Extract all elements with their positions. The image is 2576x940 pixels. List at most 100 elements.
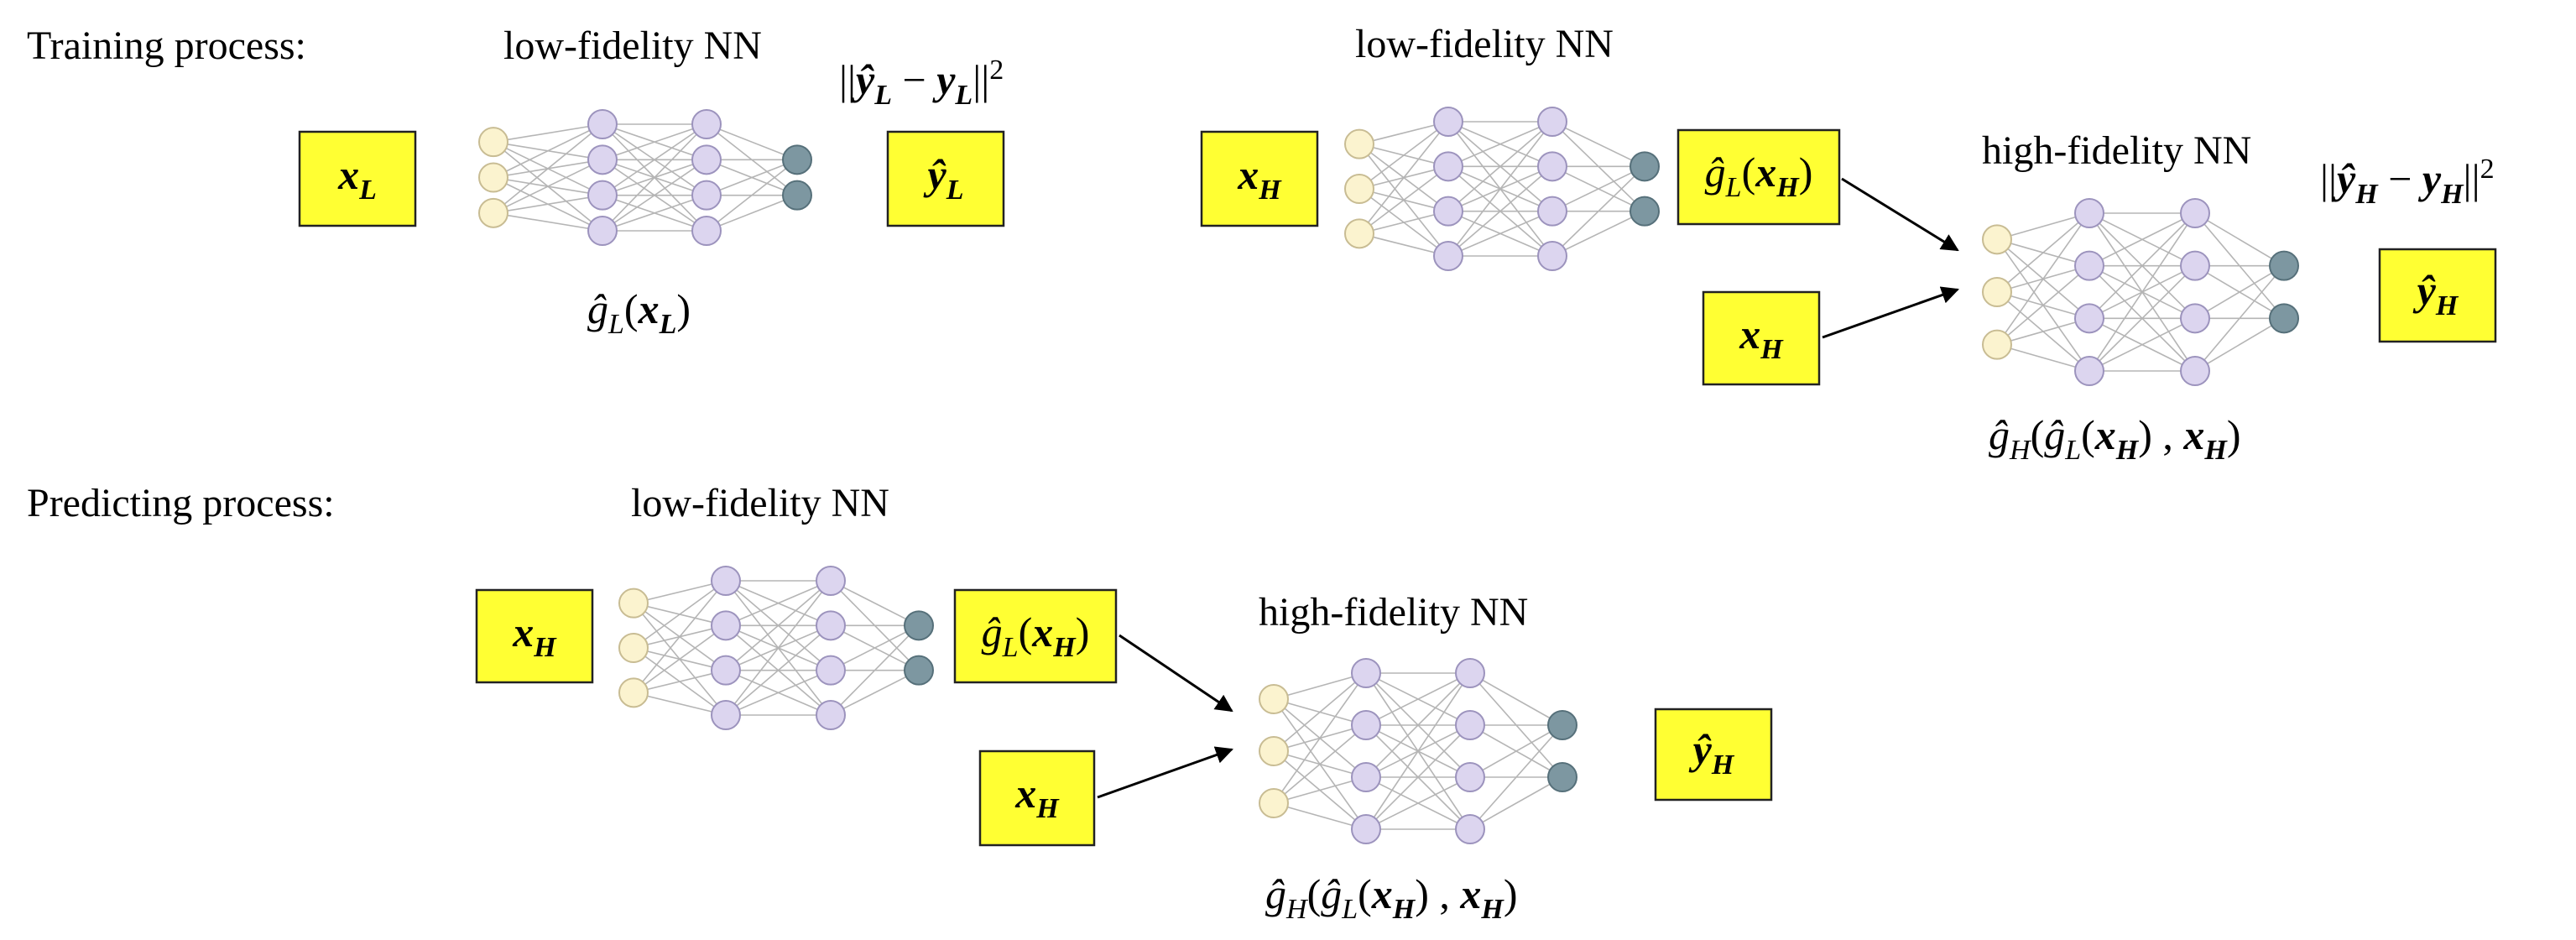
training-high-low-network-hidden-node <box>1433 196 1463 227</box>
training-high-fidelity-network-edge <box>2088 317 2196 372</box>
training-high-low-network-edge <box>1447 121 1553 168</box>
training-high-fidelity-network-hidden-node <box>2180 356 2210 386</box>
training-low-fidelity-network-input-node <box>478 162 508 193</box>
predicting-high-fidelity-network-output-node <box>1547 710 1577 740</box>
training-low-input-box-label: xL <box>337 151 377 206</box>
training-low-output-box: ŷL <box>886 130 1005 227</box>
training-high-low-network-hidden-node <box>1433 151 1463 182</box>
predicting-low-fidelity-network-edge <box>633 692 727 716</box>
predicting-extra-input-box-label: xH <box>1014 770 1060 824</box>
predicting-output-box-label: ŷH <box>1689 726 1735 781</box>
training-high-low-network-edge <box>1358 121 1449 145</box>
training-high-fidelity-network-input-node <box>1982 329 2012 360</box>
training-high-low-network-hidden-node <box>1433 241 1463 271</box>
predicting-low-fidelity-network-edge <box>633 580 727 649</box>
training-high-input-box: xH <box>1200 130 1319 227</box>
predicting-arrow-input-to-high <box>1097 746 1233 799</box>
predicting-high-fidelity-network-edge <box>1273 672 1367 804</box>
training-high-fidelity-network-edge <box>2194 317 2285 372</box>
predicting-low-fidelity-network-hidden-node <box>711 700 741 730</box>
predicting-low-fidelity-network-hidden-node <box>816 566 846 596</box>
training-low-fidelity-network-hidden-node <box>691 144 722 175</box>
training-high-fidelity-network-edge <box>2088 212 2196 319</box>
training-high-fidelity-network-output-node <box>2269 250 2299 281</box>
training-high-fidelity-network-edge <box>1996 265 2090 346</box>
predicting-high-fidelity-network-hidden-node <box>1455 658 1485 688</box>
training-high-output-box-label: ŷH <box>2413 267 2459 321</box>
training-low-fidelity-network-edge <box>493 123 603 179</box>
training-low-fidelity-network-edge <box>493 123 603 143</box>
predicting-low-fidelity-network-edge <box>633 624 727 693</box>
predicting-input-box: xH <box>475 588 594 684</box>
predicting-high-fidelity-network-hidden-node <box>1455 762 1485 792</box>
predicting-high-fidelity-network-edge <box>1365 672 1471 778</box>
training-high-fidelity-network-hidden-node <box>2180 303 2210 334</box>
training-low-fidelity-network-input-node <box>478 197 508 228</box>
predicting-high-fidelity-network-edge <box>1469 672 1563 726</box>
predicting-output-box: ŷH <box>1654 708 1773 802</box>
predicting-high-fidelity-network-hidden-node <box>1351 710 1381 740</box>
predicting-low-fidelity-network <box>618 566 934 730</box>
predicting-high-fidelity-network <box>1259 658 1577 844</box>
predicting-section-label: Predicting process: <box>27 481 335 525</box>
training-low-function-label: ĝL(xL) <box>587 285 691 340</box>
predicting-high-fidelity-network-hidden-node <box>1455 710 1485 740</box>
training-low-fidelity-network-edge <box>493 212 603 232</box>
predicting-low-fidelity-network-hidden-node <box>711 610 741 641</box>
predicting-low-fidelity-network-hidden-node <box>816 700 846 730</box>
predicting-extra-input-box: xH <box>978 749 1096 847</box>
predicting-high-fidelity-network-hidden-node <box>1455 814 1485 844</box>
training-low-loss-label: ||ŷL − yL||2 <box>839 55 1004 111</box>
training-high-low-network-hidden-node <box>1537 241 1567 271</box>
predicting-low-nn-title: low-fidelity NN <box>631 481 889 525</box>
training-high-low-network <box>1344 107 1660 271</box>
training-high-fidelity-network-edge <box>2194 212 2285 267</box>
training-high-fidelity-network-edge <box>1996 212 2090 241</box>
predicting-high-fidelity-network-edge <box>1273 672 1367 752</box>
predicting-high-fidelity-network-edge <box>1469 776 1563 830</box>
training-high-fidelity-network-edge <box>1996 212 2090 293</box>
training-high-fidelity-network-edge <box>1996 317 2090 346</box>
predicting-low-fidelity-network-edge <box>633 580 727 604</box>
training-high-low-network-hidden-node <box>1537 196 1567 227</box>
training-low-fidelity-network-hidden-node <box>587 109 618 139</box>
training-high-fidelity-network-edge <box>2088 212 2196 267</box>
predicting-high-fidelity-network-edge <box>1365 776 1471 830</box>
training-high-low-network-edge <box>1447 121 1553 257</box>
predicting-low-fidelity-network-edge <box>633 580 727 693</box>
predicting-high-fidelity-network-input-node <box>1259 788 1289 818</box>
training-low-fidelity-network-input-node <box>478 127 508 158</box>
training-high-fidelity-network-edge <box>2088 212 2196 372</box>
predicting-high-fidelity-network-hidden-node <box>1351 658 1381 688</box>
predicting-low-fidelity-network-hidden-node <box>711 655 741 686</box>
predicting-low-fidelity-network-input-node <box>618 588 649 619</box>
predicting-high-fidelity-network-input-node <box>1259 736 1289 766</box>
training-high-low-network-input-node <box>1344 218 1374 249</box>
predicting-high-fidelity-network-edge <box>1273 776 1367 804</box>
training-low-fidelity-network-output-node <box>782 180 812 211</box>
predicting-low-fidelity-network-edge <box>830 580 920 627</box>
training-high-low-network-edge <box>1551 165 1645 212</box>
training-high-low-network-edge <box>1447 210 1553 257</box>
training-low-fidelity-network-hidden-node <box>587 216 618 246</box>
training-low-fidelity-network-edge <box>602 123 707 232</box>
training-high-low-output-box-label: ĝL(xH) <box>1705 149 1813 203</box>
predicting-low-fidelity-network-input-node <box>618 677 649 708</box>
predicting-high-fidelity-network-edge <box>1273 802 1367 830</box>
predicting-low-fidelity-network-edge <box>633 669 727 694</box>
predicting-high-fidelity-network-edge <box>1469 724 1563 830</box>
training-low-fidelity-network-edge <box>493 123 603 214</box>
training-high-low-network-edge <box>1447 165 1553 257</box>
training-low-fidelity-network-edge <box>602 123 707 161</box>
predicting-low-fidelity-network-output-node <box>904 655 934 686</box>
predicting-high-fidelity-network-input-node <box>1259 684 1289 714</box>
training-high-fidelity-network-input-node <box>1982 224 2012 255</box>
training-low-nn-title: low-fidelity NN <box>503 24 762 68</box>
training-high-fidelity-network <box>1982 198 2299 386</box>
training-arrow-input-to-high <box>1822 286 1959 339</box>
training-low-fidelity-network-edge <box>706 194 798 232</box>
training-high-low-network-edge <box>1551 121 1645 168</box>
training-low-fidelity-network-edge <box>706 123 798 161</box>
training-low-fidelity-network-hidden-node <box>691 180 722 211</box>
